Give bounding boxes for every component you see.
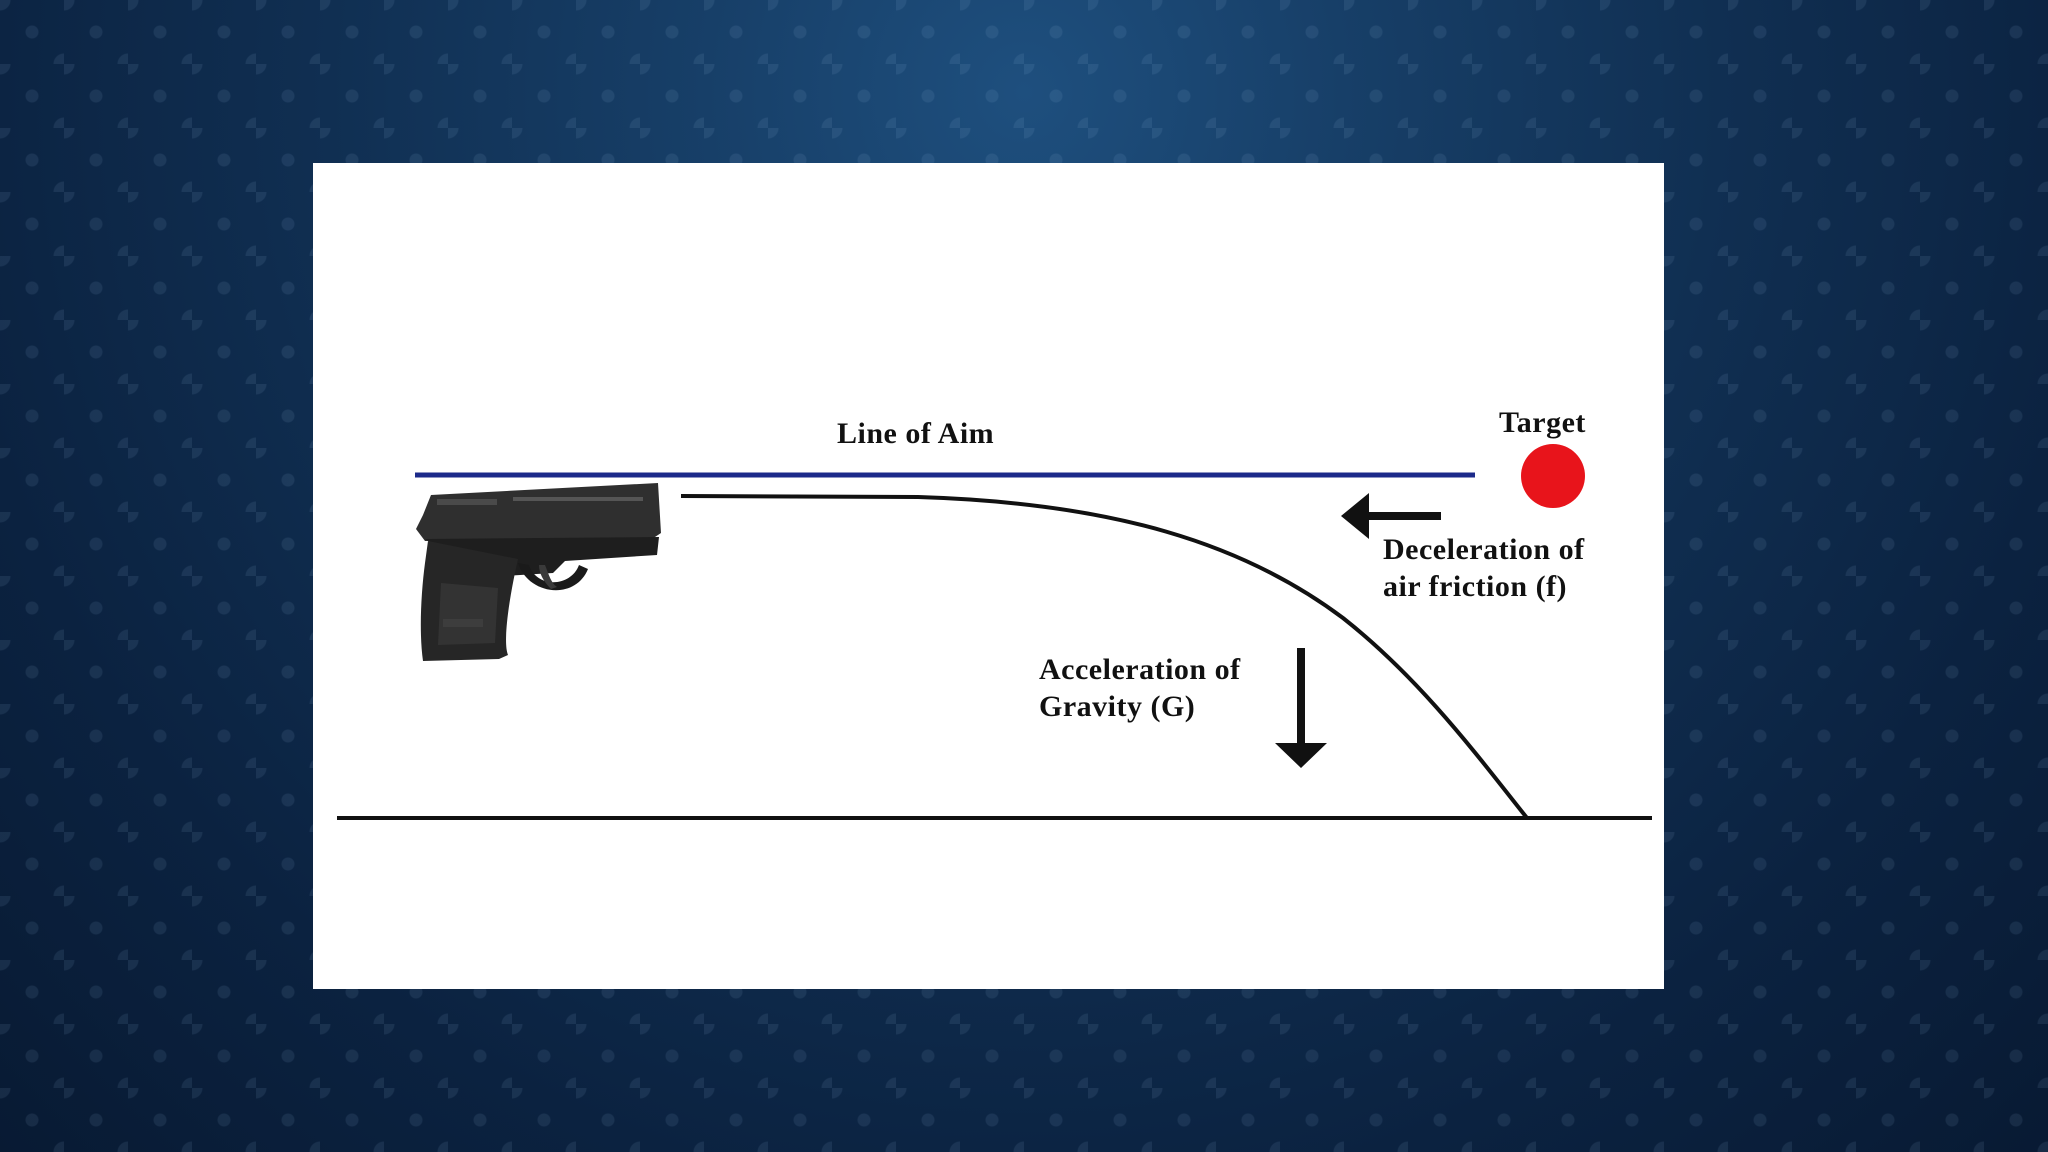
arrow-down-icon [1275, 648, 1327, 768]
gravity-label-line2: Gravity (G) [1039, 690, 1196, 723]
gravity-label-line1: Acceleration of [1039, 653, 1241, 686]
line-of-aim-label: Line of Aim [837, 417, 995, 450]
pistol-icon [416, 483, 661, 661]
diagram-canvas [337, 444, 1652, 820]
friction-label-line2: air friction (f) [1383, 570, 1568, 603]
target-label: Target [1499, 406, 1586, 439]
ballistics-diagram: Line of Aim Target Deceleration of air f… [313, 163, 1664, 989]
arrow-left-icon [1341, 493, 1441, 539]
friction-label-line1: Deceleration of [1383, 533, 1585, 566]
target-dot [1521, 444, 1585, 508]
bullet-trajectory [680, 494, 1529, 820]
